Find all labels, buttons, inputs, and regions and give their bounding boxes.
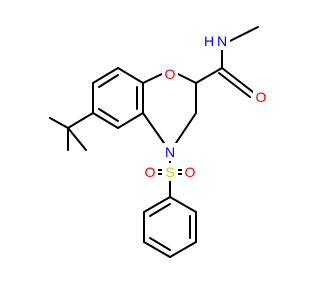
bond-ph-1	[169, 196, 197, 213]
bond-ph-4	[143, 241, 171, 258]
bond-ph-inner-2	[149, 237, 171, 251]
o-ring-bg	[162, 65, 178, 83]
h-amide-bg	[203, 32, 215, 50]
bond-amide-nme	[229, 26, 259, 42]
bonds-layer	[49, 26, 259, 258]
bond-amide-co-1	[221, 67, 254, 93]
bond-benz-3	[92, 112, 119, 129]
amide-hydrogen-label: H	[204, 33, 214, 49]
bond-ring-o1	[142, 73, 163, 84]
bond-ph-6	[143, 196, 171, 213]
s-bg	[162, 163, 178, 181]
bond-ph-inner-3	[149, 203, 171, 217]
bond-tbu-3	[49, 117, 69, 129]
sulfur-label: S	[165, 164, 174, 180]
bond-ring-n1	[142, 112, 165, 144]
structure-diagram: O O N H N S O O	[49, 26, 269, 258]
bond-tbu-4	[67, 127, 87, 151]
bond-ph-3	[169, 241, 197, 258]
bond-amide-co-2	[218, 72, 251, 98]
bond-amide-c	[195, 67, 223, 84]
amide-oxygen-label: O	[256, 89, 267, 105]
bond-benz-6	[117, 67, 144, 84]
o-s1-bg	[142, 163, 158, 181]
bond-benz-2	[117, 112, 144, 129]
bond-benz-5	[92, 67, 119, 84]
bond-benz-inner-3	[98, 74, 119, 88]
o-s2-bg	[182, 163, 198, 181]
bond-ring-o2	[177, 73, 197, 84]
sulfonyl-oxygen-left-label: O	[145, 164, 156, 180]
n-ring-bg	[162, 143, 178, 161]
atom-labels-layer: O O N H N S O O	[142, 32, 269, 181]
sulfonyl-oxygen-right-label: O	[185, 164, 196, 180]
bond-tbu-1	[67, 112, 94, 129]
ring-nitrogen-label: N	[165, 144, 175, 160]
amide-nitrogen-label: N	[217, 33, 227, 49]
n-amide-bg	[214, 32, 230, 50]
bond-ring-c2	[175, 112, 197, 144]
ring-oxygen-label: O	[165, 66, 176, 82]
o-amide-bg	[253, 88, 269, 106]
bond-benz-inner-2	[98, 108, 119, 122]
